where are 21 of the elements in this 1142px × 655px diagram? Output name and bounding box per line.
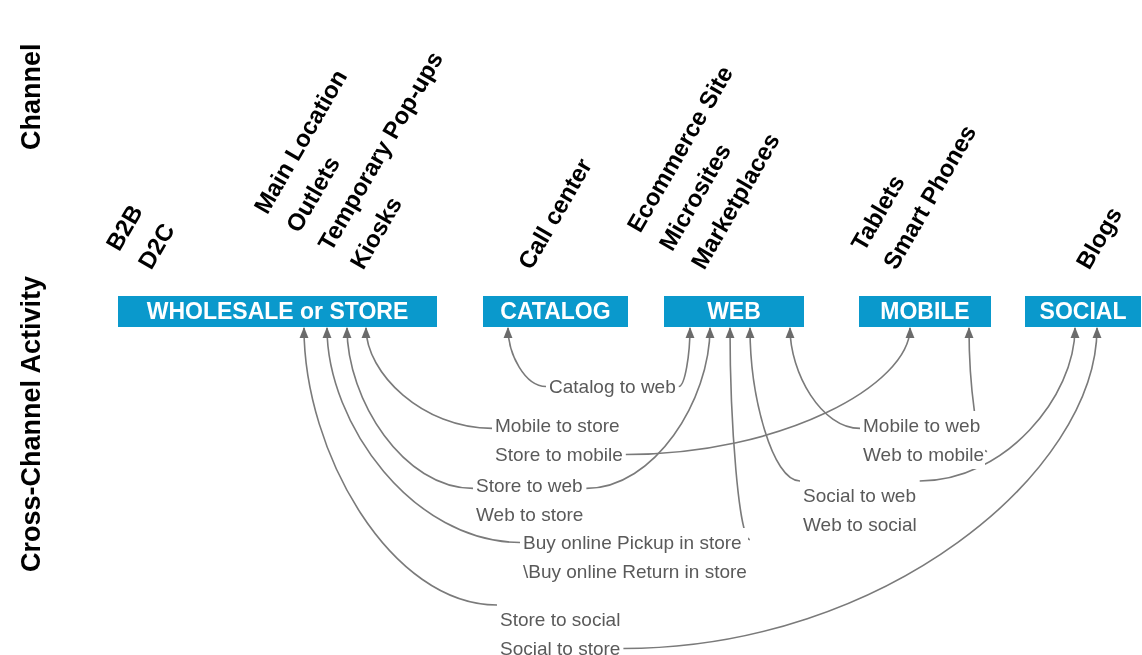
curved-arrow — [622, 326, 1101, 650]
channel-box: SOCIAL — [1025, 296, 1141, 327]
channel-box: CATALOG — [483, 296, 628, 327]
axis-title: Channel — [15, 43, 47, 150]
curved-arrow — [786, 326, 861, 430]
curved-arrow — [300, 326, 498, 606]
curved-arrow — [504, 326, 547, 388]
curved-arrow — [343, 326, 474, 490]
curved-arrow — [585, 326, 714, 490]
curved-arrow — [745, 326, 801, 482]
curved-arrow — [677, 326, 695, 388]
activity-label: Web to mobile — [862, 440, 986, 469]
curved-arrow — [625, 326, 913, 456]
axis-title: Cross-Channel Activity — [15, 275, 47, 572]
curved-arrow — [725, 326, 751, 541]
channel-box: MOBILE — [859, 296, 991, 327]
curved-arrow — [362, 326, 493, 430]
curved-arrow — [918, 326, 1079, 482]
curved-arrow — [323, 326, 521, 544]
channel-box: WHOLESALE or STORE — [118, 296, 437, 327]
channel-box: WEB — [664, 296, 804, 327]
